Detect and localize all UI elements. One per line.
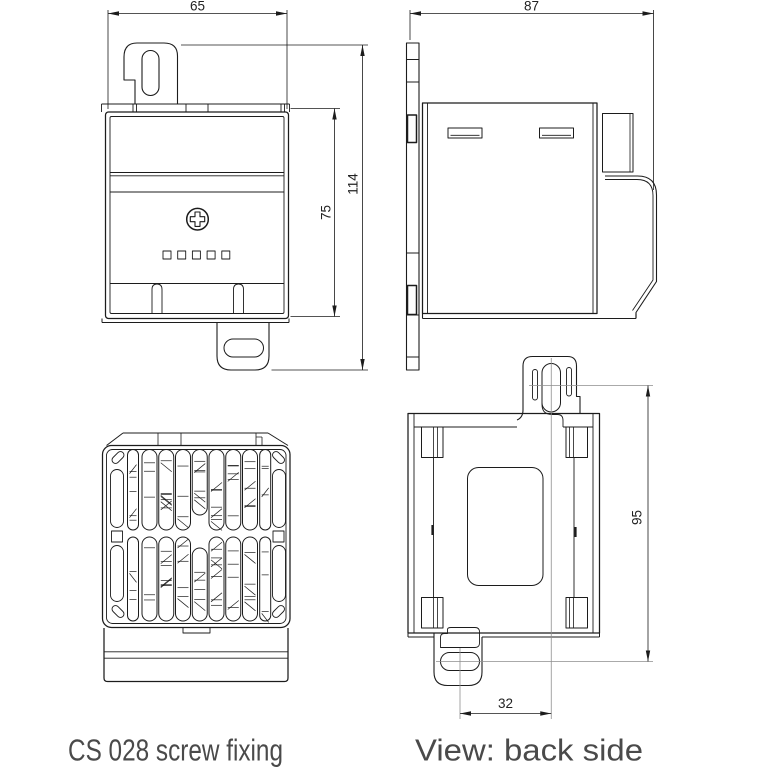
- back-view: [407, 355, 653, 719]
- grille-edge-slots-left: [110, 451, 125, 618]
- side-clip-upper: [602, 113, 634, 173]
- caption-left: CS 028 screw fixing: [68, 733, 283, 768]
- back-top-tab-side-slot-right: [566, 367, 572, 397]
- back-centerlines: [436, 358, 653, 719]
- front-bottom-posts: [151, 283, 244, 314]
- side-bracket-slot-bottom: [406, 284, 418, 316]
- front-view: [101, 42, 290, 371]
- grille-top-face-ticks: [157, 433, 263, 445]
- back-center-opening: [467, 467, 544, 586]
- side-view: [405, 42, 658, 371]
- back-top-tab-hook: [541, 398, 564, 427]
- front-top-tab-slot: [141, 49, 160, 97]
- dim-back-offset: 32: [460, 696, 552, 716]
- dim-side-depth: 87: [409, 0, 654, 190]
- dim-front-body-height-value: 75: [319, 205, 334, 220]
- front-body-bands: [110, 172, 284, 284]
- grille-frame-inner: [106, 449, 287, 624]
- grille-view: [101, 432, 291, 683]
- side-louver-right: [539, 127, 574, 139]
- side-bracket-strip: [405, 42, 420, 371]
- dim-side-depth-value: 87: [524, 0, 539, 14]
- back-corner-bosses: [421, 426, 588, 629]
- grille-base-lines: [104, 628, 288, 659]
- dim-front-width-value: 65: [190, 0, 205, 14]
- dim-back-offset-value: 32: [498, 696, 513, 711]
- grille-frame-outer: [101, 444, 291, 629]
- side-louver-left: [447, 127, 483, 139]
- front-body-inner: [109, 116, 285, 314]
- back-boss-hatch: [433, 427, 574, 628]
- dim-front-width: 65: [107, 0, 288, 109]
- grille-base: [103, 628, 289, 683]
- grille-edge-slots-right: [272, 451, 286, 618]
- front-bottom-lip: [101, 318, 290, 323]
- front-top-tab: [123, 42, 179, 104]
- back-bottom-lip: [407, 633, 600, 638]
- side-clip-outer: [605, 175, 658, 319]
- side-body-inner-lines: [427, 103, 594, 314]
- side-bracket-slot-top: [406, 114, 418, 144]
- dim-back-height-value: 95: [630, 510, 645, 525]
- back-body-outline: [407, 412, 601, 634]
- back-mid-clips: [431, 525, 577, 537]
- side-body-outline: [421, 102, 598, 315]
- dim-front-total-height: 114: [181, 44, 368, 371]
- front-vent-squares: [162, 250, 231, 260]
- front-bottom-tab-slot: [223, 338, 264, 358]
- caption-right: View: back side: [415, 733, 643, 768]
- back-channel-lines: [433, 457, 575, 598]
- dim-front-total-height-value: 114: [346, 173, 361, 195]
- side-bracket-strip-lines: [406, 59, 419, 358]
- back-top-tab-side-slot-left: [532, 369, 538, 401]
- back-top-tab: [516, 355, 581, 421]
- front-top-lip-ticks: [101, 104, 290, 112]
- back-bottom-tab-notch: [440, 627, 480, 648]
- screw-head-icon: [185, 207, 210, 231]
- back-body-inner-lines: [413, 413, 594, 633]
- dim-front-body-height: 75: [290, 108, 340, 317]
- side-clip-inner: [605, 179, 654, 311]
- front-body-outline: [104, 111, 290, 320]
- back-bottom-tab: [433, 633, 483, 687]
- front-bottom-tab: [216, 322, 270, 371]
- side-bottom-lip: [421, 313, 637, 320]
- screw-cross-icon: [189, 211, 206, 227]
- grille-top-face: [106, 432, 289, 446]
- dim-back-height: 95: [630, 385, 651, 662]
- grille-slots: [127, 449, 272, 623]
